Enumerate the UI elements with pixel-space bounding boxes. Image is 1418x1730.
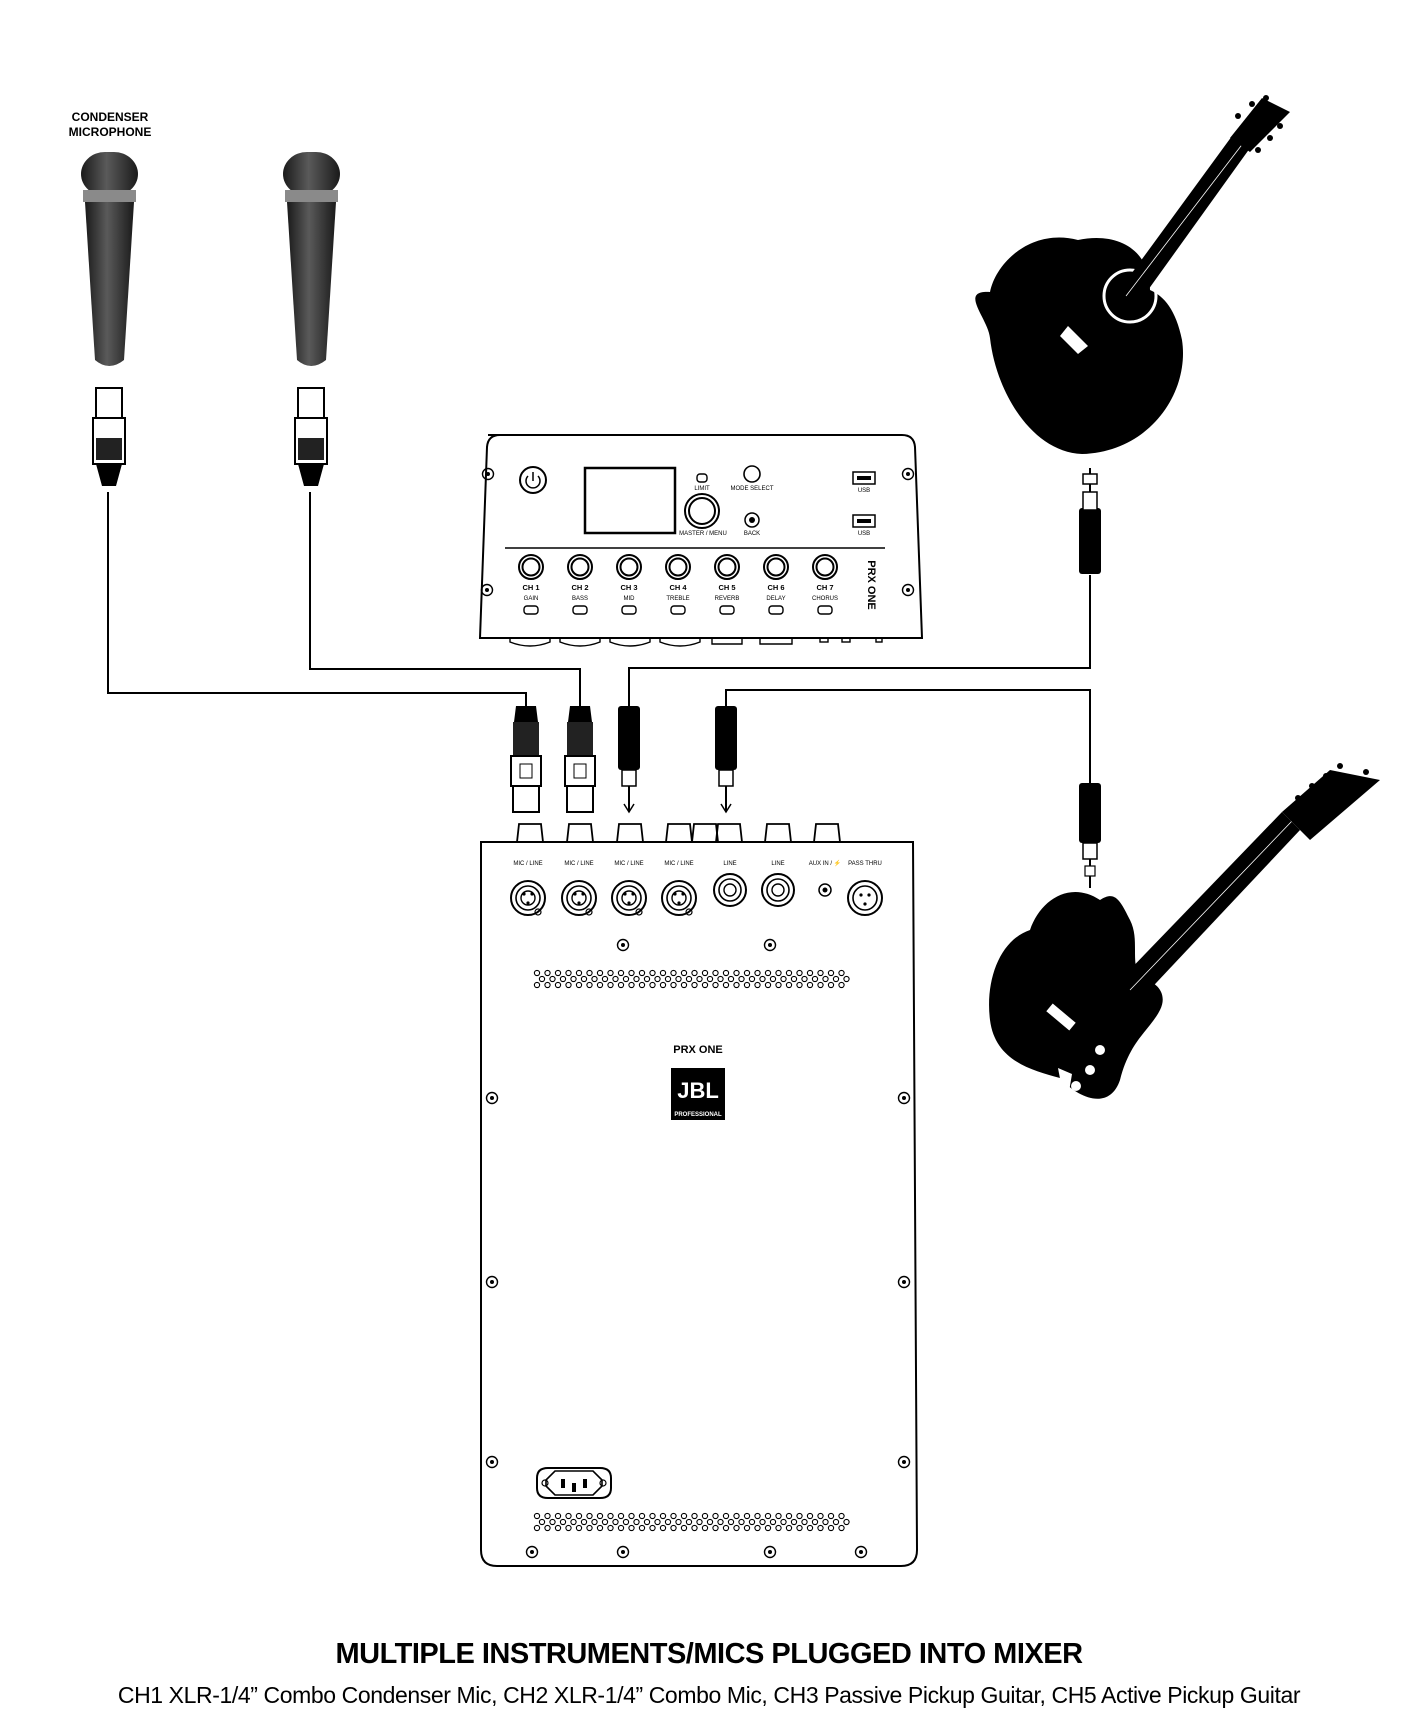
back-button[interactable] [744,512,760,528]
xlr-plug-ch1 [510,706,542,813]
usb-label-1: USB [858,488,870,494]
line-jack-ch5 [713,873,747,907]
master-menu-label: MASTER / MENU [679,531,727,537]
channel-name: CH 2 [571,583,588,592]
power-button[interactable] [519,466,547,494]
panel-bottom-jacks [509,637,883,647]
channel-select-button[interactable] [719,605,735,615]
usb-label-2: USB [858,531,870,537]
usb-port-1[interactable] [852,471,876,485]
vent-bottom [533,1512,850,1532]
electric-guitar-plug [1079,783,1101,888]
condenser-microphone-1 [81,152,138,486]
channel-select-button[interactable] [670,605,686,615]
jbl-logo-box [671,1068,725,1120]
vent-top [533,969,850,989]
mode-select-button[interactable] [743,465,761,483]
line-jack-ch6 [761,873,795,907]
mic-label-line1: CONDENSER [72,110,149,124]
pass-thru-jack [847,880,883,916]
rear-brand: PRX ONE [673,1044,723,1056]
channel-select-button[interactable] [768,605,784,615]
top-knobs [516,823,841,843]
acoustic-guitar-plug [1079,468,1101,574]
channel-function: TREBLE [666,596,689,602]
master-menu-knob[interactable] [684,493,720,529]
channel-name: CH 7 [816,583,833,592]
channel-function: BASS [572,596,588,602]
channel-function: GAIN [524,596,539,602]
cable-electric-guitar [725,689,1091,783]
channel-name: CH 5 [718,583,735,592]
input-label: MIC / LINE [664,861,693,867]
aux-in-jack [818,883,832,897]
input-label: MIC / LINE [513,861,542,867]
cable-acoustic-guitar [628,575,1091,706]
back-label: BACK [744,531,760,537]
channel-select-button[interactable] [523,605,539,615]
cables [107,492,1091,783]
jbl-logo-sub: PROFESSIONAL [674,1112,722,1118]
caption-subtitle: CH1 XLR-1/4” Combo Condenser Mic, CH2 XL… [117,1682,1301,1708]
power-inlet[interactable] [536,1467,612,1499]
channel-function: DELAY [766,596,785,602]
limit-label: LIMIT [694,486,710,492]
usb-port-2[interactable] [852,514,876,528]
mixer-display [583,466,677,535]
channel-name: CH 4 [669,583,687,592]
quarter-inch-plug-ch3 [618,706,640,814]
input-label: PASS THRU [848,861,882,867]
speaker-rear-panel: MIC / LINE MIC / LINE MIC / LINE MIC / LINE… [480,823,919,1567]
caption-title: MULTIPLE INSTRUMENTS/MICS PLUGGED INTO M… [335,1638,1083,1670]
mixer-control-panel: LIMIT MODE SELECT MASTER / MENU BACK USB… [478,434,924,647]
cable-mic1 [107,492,527,706]
input-label: AUX IN / ⚡ [809,859,841,867]
channel-name: CH 1 [522,583,539,592]
channel-select-button[interactable] [621,605,637,615]
electric-guitar [989,763,1380,1110]
channel-select-button[interactable] [572,605,588,615]
input-label: LINE [723,861,736,867]
mixer-brand: PRX ONE [865,560,877,610]
channel-function: REVERB [715,596,740,602]
channel-name: CH 3 [620,583,637,592]
channel-function: MID [624,596,636,602]
microphone-2 [283,152,340,486]
mode-select-label: MODE SELECT [730,486,773,492]
mic-label-line2: MICROPHONE [69,125,152,139]
xlr-plug-ch2 [564,706,596,813]
input-label: MIC / LINE [614,861,643,867]
input-label: MIC / LINE [564,861,593,867]
cable-mic2 [309,492,581,706]
channel-select-button[interactable] [817,605,833,615]
channel-name: CH 6 [767,583,784,592]
jbl-logo: JBL [677,1078,719,1103]
acoustic-guitar [975,95,1290,454]
limit-indicator [696,473,708,483]
channel-function: CHORUS [812,596,838,602]
quarter-inch-plug-ch5 [715,706,737,814]
input-label: LINE [771,861,784,867]
